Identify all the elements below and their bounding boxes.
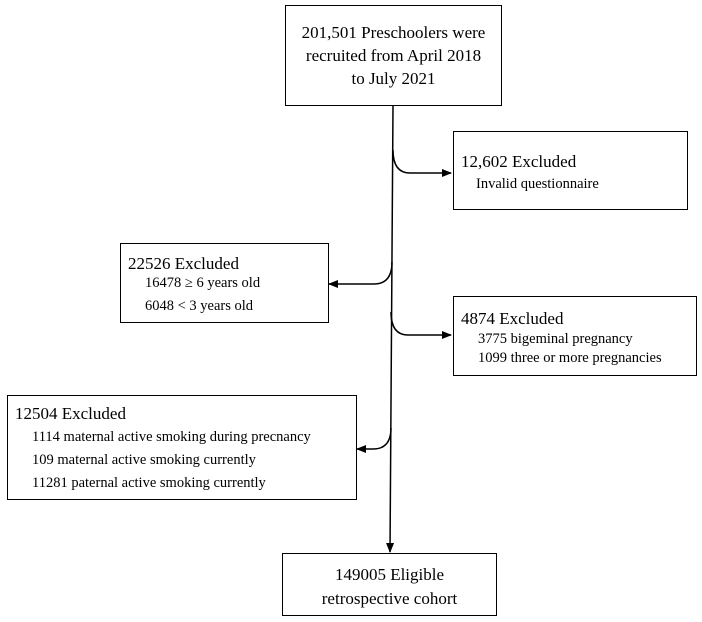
start-line-3: to July 2021 xyxy=(351,69,436,88)
start-line-2: recruited from April 2018 xyxy=(305,46,482,65)
exclusion-questionnaire-heading: 12,602 Excluded xyxy=(461,152,577,171)
exclusion-smoking-heading: 12504 Excluded xyxy=(15,404,126,423)
exclusion-age-heading: 22526 Excluded xyxy=(128,254,239,273)
exclusion-pregnancy-item-1: 3775 bigeminal pregnancy xyxy=(478,331,633,347)
exclusion-questionnaire-item-1: Invalid questionnaire xyxy=(476,176,599,192)
exclusion-smoking-item-3: 11281 paternal active smoking currently xyxy=(32,475,266,491)
branch-arrow-questionnaire xyxy=(392,149,452,177)
exclusion-smoking-item-1: 1114 maternal active smoking during prec… xyxy=(32,429,311,445)
branch-arrow-pregnancy xyxy=(390,311,452,339)
exclusion-age-item-1: 16478 ≥ 6 years old xyxy=(145,275,261,291)
exclusion-box-smoking xyxy=(7,395,357,500)
exclusion-box-age xyxy=(120,243,329,323)
exclusion-box-questionnaire xyxy=(453,131,688,210)
exclusion-box-pregnancy xyxy=(453,296,697,376)
main-trunk-arrow xyxy=(386,105,395,553)
exclusion-pregnancy-heading: 4874 Excluded xyxy=(461,309,564,328)
exclusion-age-item-2: 6048 < 3 years old xyxy=(145,298,254,314)
exclusion-pregnancy-item-2: 1099 three or more pregnancies xyxy=(478,350,662,366)
exclusion-smoking-item-2: 109 maternal active smoking currently xyxy=(32,452,256,468)
start-line-1: 201,501 Preschoolers were xyxy=(301,23,486,42)
final-line-1: 149005 Eligible xyxy=(334,565,445,584)
start-box xyxy=(285,5,502,106)
branch-arrow-age xyxy=(328,261,393,288)
final-line-2: retrospective cohort xyxy=(321,589,458,608)
branch-arrow-smoking xyxy=(356,427,392,453)
final-cohort-box xyxy=(282,553,497,616)
